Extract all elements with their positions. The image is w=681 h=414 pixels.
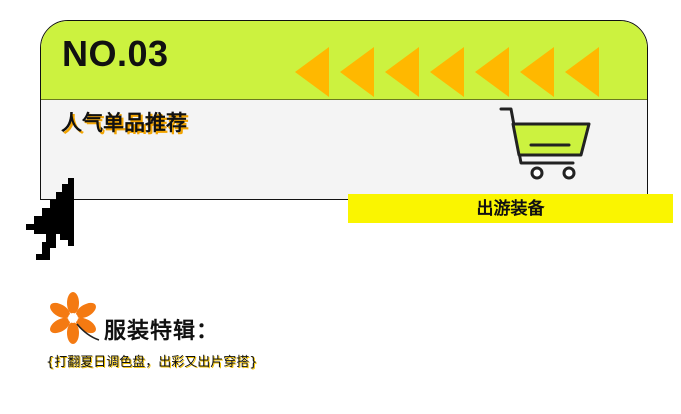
section-description: {打翻夏日调色盘，出彩又出片穿搭} <box>46 355 258 370</box>
card-header: NO.03 <box>41 21 647 100</box>
card-number: NO.03 <box>62 33 169 74</box>
card-subtitle: 人气单品推荐 <box>61 111 187 135</box>
section-title: 服装特辑： <box>104 319 220 344</box>
triangle-left-icon <box>295 47 599 97</box>
shopping-cart-icon <box>499 107 591 180</box>
flower-icon <box>50 292 100 344</box>
category-tag: 出游装备 <box>348 194 673 223</box>
pixel-cursor-icon <box>26 178 74 260</box>
feature-card: NO.03 人气单品推荐 <box>40 20 648 200</box>
